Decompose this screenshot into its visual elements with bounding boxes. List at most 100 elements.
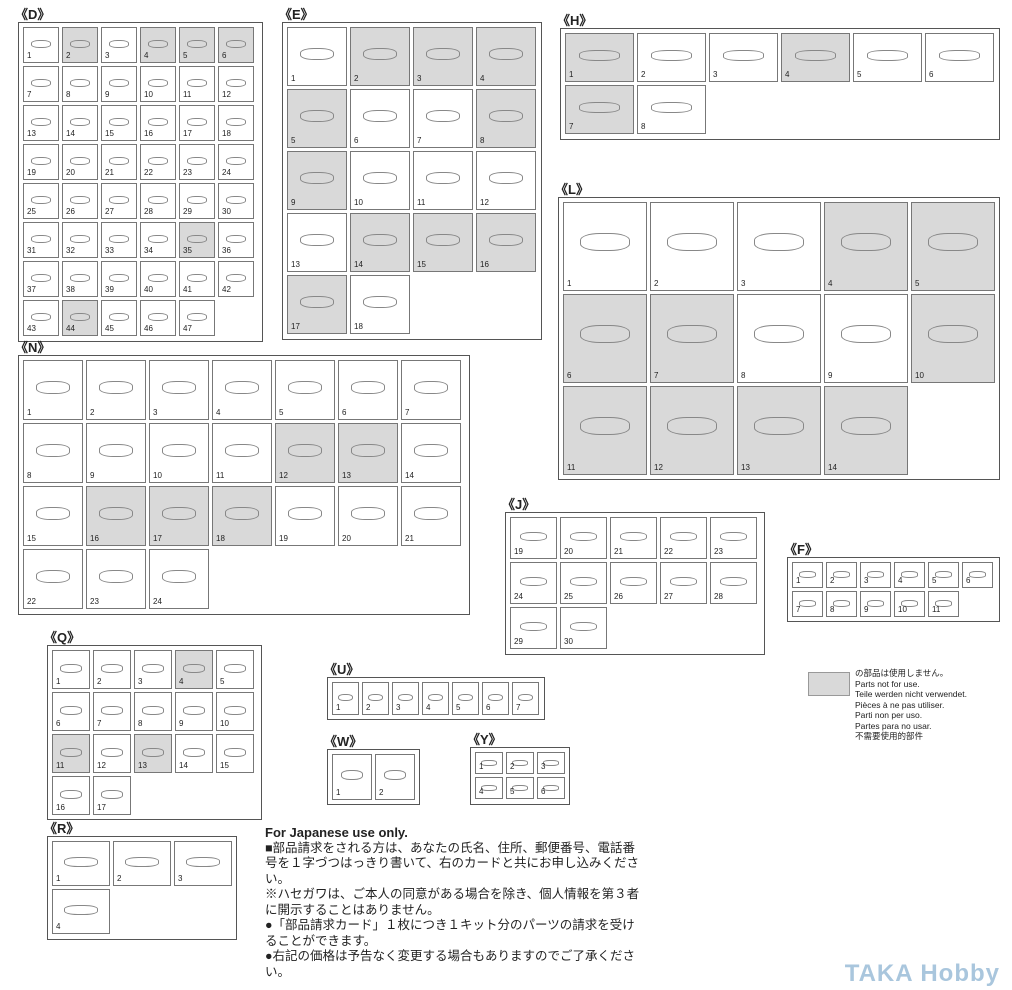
part-number: 5	[291, 136, 296, 145]
part-d5: 5	[179, 27, 215, 63]
part-number: 1	[27, 51, 32, 60]
note-paragraph: ■部品請求をされる方は、あなたの氏名、住所、郵便番号、電話番号を１字づつはっきり…	[265, 840, 640, 886]
part-outline	[30, 234, 52, 243]
part-e7: 7	[413, 89, 473, 148]
part-d21: 21	[101, 144, 137, 180]
part-number: 11	[183, 90, 192, 99]
part-number: 44	[66, 324, 75, 333]
part-number: 6	[486, 703, 491, 712]
part-outline	[60, 747, 82, 757]
part-number: 18	[222, 129, 231, 138]
part-f4: 4	[894, 562, 925, 588]
part-outline	[299, 171, 335, 185]
part-outline	[108, 78, 130, 87]
part-q7: 7	[93, 692, 131, 731]
part-n4: 4	[212, 360, 272, 420]
part-n18: 18	[212, 486, 272, 546]
part-number: 7	[405, 408, 410, 417]
part-outline	[413, 381, 449, 394]
part-outline	[186, 273, 208, 282]
part-q2: 2	[93, 650, 131, 689]
part-outline	[225, 78, 247, 87]
part-number: 38	[66, 285, 75, 294]
part-number: 4	[179, 677, 184, 686]
part-e4: 4	[476, 27, 536, 86]
note-paragraph: ●「部品請求カード」１枚につき１キット分のパーツの請求を受けることができます。	[265, 918, 635, 948]
part-d30: 30	[218, 183, 254, 219]
part-l11: 11	[563, 386, 647, 475]
part-number: 11	[932, 605, 941, 614]
part-number: 1	[796, 576, 801, 585]
part-number: 14	[405, 471, 414, 480]
part-number: 46	[144, 324, 153, 333]
part-outline	[225, 273, 247, 282]
part-outline	[754, 417, 804, 436]
part-r2: 2	[113, 841, 171, 886]
part-number: 6	[342, 408, 347, 417]
part-d33: 33	[101, 222, 137, 258]
part-number: 11	[56, 761, 65, 770]
part-outline	[570, 622, 597, 632]
part-d8: 8	[62, 66, 98, 102]
part-outline	[35, 570, 71, 583]
part-outline	[723, 50, 764, 61]
unused-parts-legend: の部品は使用しません。 Parts not for use. Teile wer…	[808, 668, 967, 742]
part-number: 2	[66, 51, 71, 60]
part-outline	[30, 117, 52, 126]
part-number: 10	[354, 198, 363, 207]
part-outline	[413, 507, 449, 520]
part-d42: 42	[218, 261, 254, 297]
part-j29: 29	[510, 607, 557, 649]
part-outline	[939, 50, 980, 61]
part-outline	[670, 532, 697, 542]
part-outline	[161, 570, 197, 583]
part-number: 19	[514, 547, 523, 556]
part-number: 6	[567, 371, 572, 380]
part-outline	[458, 693, 473, 702]
sprue-label: 《N》	[15, 340, 51, 355]
part-outline	[580, 325, 630, 344]
part-h6: 6	[925, 33, 994, 82]
part-l3: 3	[737, 202, 821, 291]
part-outline	[720, 577, 747, 587]
part-d25: 25	[23, 183, 59, 219]
part-outline	[60, 789, 82, 799]
legend-line: Teile werden nicht verwendet.	[855, 689, 967, 699]
sprue-label: 《D》	[15, 7, 51, 22]
part-outline	[488, 171, 524, 185]
legend-line: の部品は使用しません。	[855, 668, 949, 678]
part-number: 14	[66, 129, 75, 138]
part-d17: 17	[179, 105, 215, 141]
part-u1: 1	[332, 682, 359, 715]
part-l8: 8	[737, 294, 821, 383]
part-d11: 11	[179, 66, 215, 102]
part-n15: 15	[23, 486, 83, 546]
sprue-label: 《H》	[557, 13, 593, 28]
part-outline	[101, 747, 123, 757]
part-number: 1	[336, 788, 341, 797]
part-outline	[287, 444, 323, 457]
note-heading: For Japanese use only.	[265, 825, 408, 840]
legend-line: 不需要使用的部件	[855, 731, 924, 741]
part-number: 2	[830, 576, 835, 585]
part-outline	[350, 444, 386, 457]
part-number: 5	[183, 51, 188, 60]
part-outline	[670, 577, 697, 587]
part-outline	[69, 234, 91, 243]
part-number: 13	[27, 129, 36, 138]
part-outline	[425, 233, 461, 247]
part-number: 3	[741, 279, 746, 288]
part-number: 19	[27, 168, 36, 177]
part-outline	[186, 39, 208, 48]
part-f8: 8	[826, 591, 857, 617]
part-outline	[147, 195, 169, 204]
part-d20: 20	[62, 144, 98, 180]
part-d10: 10	[140, 66, 176, 102]
part-n9: 9	[86, 423, 146, 483]
part-outline	[754, 233, 804, 252]
